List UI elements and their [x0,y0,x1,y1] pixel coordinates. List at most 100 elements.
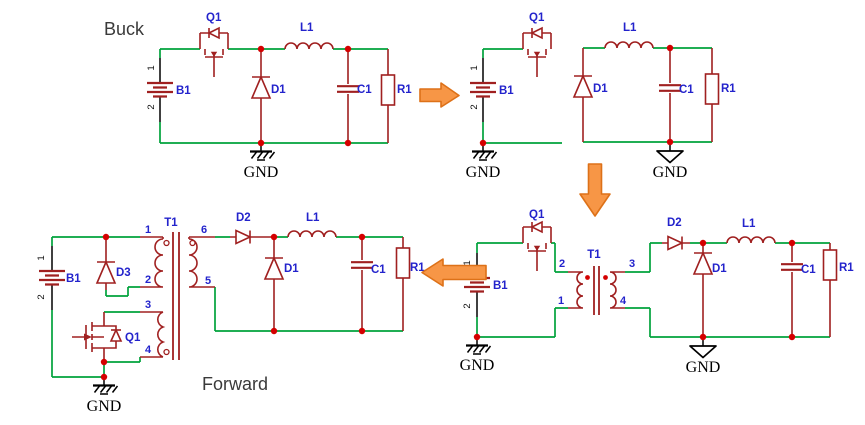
gnd-label-right: GND [686,359,721,376]
phase-dot [163,348,170,356]
resistor-r1 [380,49,396,143]
isolated-wires [476,242,830,338]
phase-dot [603,275,608,280]
gnd-label-left: GND [466,164,501,181]
label-t1: T1 [164,217,178,229]
buck-title: Buck [104,19,145,39]
t1-pin-3: 3 [145,299,151,311]
diode-d2 [662,235,690,251]
left-arrow-icon [421,258,487,287]
junction-dot [788,333,796,341]
diode-d1 [264,237,284,331]
label-c1: C1 [679,84,694,96]
label-d1: D1 [593,83,608,95]
gnd-label: GND [244,164,279,181]
label-q1: Q1 [125,332,141,344]
mosfet-q1 [72,312,123,362]
inductor-l1 [284,42,334,50]
resistor-r1 [704,48,720,142]
gnd-label-right: GND [653,164,688,181]
battery-pin-2: 2 [462,303,473,308]
label-b1: B1 [66,273,81,285]
label-l1: L1 [623,22,637,34]
battery-pin-1: 1 [146,65,157,70]
t1-pin-4: 4 [620,295,627,307]
label-c1: C1 [371,264,386,276]
resistor-r1 [822,243,838,337]
t1-pin-3: 3 [629,258,635,270]
battery-pin-1: 1 [469,65,480,70]
label-c1: C1 [357,84,372,96]
gnd-label-left: GND [460,357,495,374]
junction-dot [270,327,278,335]
split-left-wires [482,48,562,144]
label-q1: Q1 [529,12,545,24]
label-d1: D1 [712,263,727,275]
label-b1: B1 [176,85,191,97]
battery-pin-2: 2 [146,104,157,109]
label-q1: Q1 [206,12,222,24]
diode-d3 [96,237,116,290]
junction-dot [666,138,674,146]
buck-wires [159,48,388,144]
junction-dot [344,45,352,53]
circuit-buck-isolated: Q1 B1 T1 2 3 1 4 D2 D1 L1 C1 R1 1 2 GND … [460,209,855,376]
mosfet-q1 [522,221,552,272]
label-r1: R1 [397,84,412,96]
capacitor-c1 [349,237,375,331]
mosfet-q1 [522,27,552,78]
junction-dot [479,139,487,147]
t1-pin-2: 2 [559,258,565,270]
right-arrow-icon [419,82,460,108]
inductor-l1 [604,41,654,49]
label-r1: R1 [721,83,736,95]
battery-pin-2: 2 [36,294,47,299]
junction-dot [699,239,707,247]
junction-dot [257,139,265,147]
label-t1: T1 [587,249,601,261]
capacitor-c1 [657,48,683,142]
inductor-l1 [287,230,337,238]
battery-pin-1: 1 [36,255,47,260]
phase-dot [189,239,196,247]
junction-dot [100,373,108,381]
junction-dot [344,139,352,147]
battery-pin-2: 2 [469,104,480,109]
t1-pin-4: 4 [145,344,152,356]
label-d2: D2 [667,217,682,229]
split-right-wires [583,47,712,143]
junction-dot [699,333,707,341]
label-q1: Q1 [529,209,545,221]
capacitor-c1 [779,243,805,337]
down-arrow-icon [579,163,611,217]
phase-dot [585,275,590,280]
label-d3: D3 [116,267,131,279]
diode-d1 [573,48,593,142]
label-d2: D2 [236,212,251,224]
inductor-l1 [726,236,776,244]
junction-dot [100,358,108,366]
diode-d2 [230,229,274,245]
junction-dot [666,44,674,52]
label-l1: L1 [742,218,756,230]
circuit-forward: Forward [36,212,425,415]
t1-pin-6: 6 [201,224,207,236]
label-d1: D1 [271,84,286,96]
junction-dot [358,233,366,241]
transformer-t1 [568,266,625,315]
label-r1: R1 [410,262,425,274]
junction-dot [102,233,110,241]
junction-dot [257,45,265,53]
junction-dot [788,239,796,247]
junction-dot [358,327,366,335]
t1-pin-1: 1 [558,295,564,307]
label-l1: L1 [300,22,314,34]
t1-pin-5: 5 [205,275,211,287]
gnd-label: GND [87,398,122,415]
label-d1: D1 [284,263,299,275]
label-c1: C1 [801,264,816,276]
label-l1: L1 [306,212,320,224]
resistor-r1 [395,237,411,331]
